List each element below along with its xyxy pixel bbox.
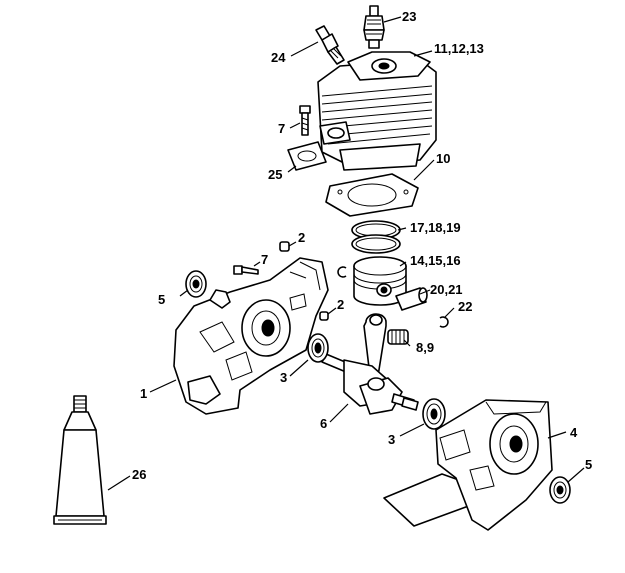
callout-26: 26 — [132, 467, 146, 482]
snap-ring-left — [337, 266, 347, 278]
screw-top — [299, 105, 311, 136]
callout-3-left: 3 — [280, 370, 287, 385]
sealant-tube — [53, 395, 107, 525]
crankcase-right-half — [383, 399, 553, 531]
callout-10: 10 — [436, 151, 450, 166]
callout-7-mid: 7 — [261, 252, 268, 267]
callout-1: 1 — [140, 386, 147, 401]
oil-seal-left — [185, 270, 207, 298]
callout-6: 6 — [320, 416, 327, 431]
crankshaft — [321, 313, 419, 415]
callout-3-right: 3 — [388, 432, 395, 447]
spark-plug — [363, 5, 385, 49]
cylinder-gasket — [325, 173, 419, 217]
callout-22: 22 — [458, 299, 472, 314]
ball-bearing-right — [422, 398, 446, 430]
crankcase-left-half — [173, 257, 329, 415]
callout-20-21: 20,21 — [430, 282, 463, 297]
callout-5-right: 5 — [585, 457, 592, 472]
callout-14-15-16: 14,15,16 — [410, 253, 461, 268]
oil-seal-right — [549, 476, 571, 504]
decompression-valve — [315, 25, 345, 65]
gasket-small — [287, 141, 327, 171]
callout-24: 24 — [271, 50, 286, 65]
sleeve-mid — [319, 311, 329, 321]
snap-ring-right — [439, 316, 449, 328]
callout-11-12-13: 11,12,13 — [434, 41, 484, 56]
screw-mid — [233, 265, 259, 275]
callout-2-top: 2 — [298, 230, 305, 245]
callout-7-top: 7 — [278, 121, 285, 136]
sleeve-top — [279, 241, 290, 252]
callout-labels: 23 24 11,12,13 7 25 10 17,18,19 2 7 14,1… — [132, 9, 592, 482]
callout-25: 25 — [268, 167, 282, 182]
cylinder — [317, 51, 437, 171]
callout-17-18-19: 17,18,19 — [410, 220, 461, 235]
ball-bearing-left — [307, 333, 329, 363]
callout-2-mid: 2 — [337, 297, 344, 312]
callout-4: 4 — [570, 425, 578, 440]
leader-lines — [107, 16, 585, 491]
needle-cage — [387, 329, 409, 345]
piston-rings — [351, 220, 401, 254]
callout-23: 23 — [402, 9, 416, 24]
callout-8-9: 8,9 — [416, 340, 434, 355]
callout-5-left: 5 — [158, 292, 165, 307]
piston — [353, 256, 407, 306]
